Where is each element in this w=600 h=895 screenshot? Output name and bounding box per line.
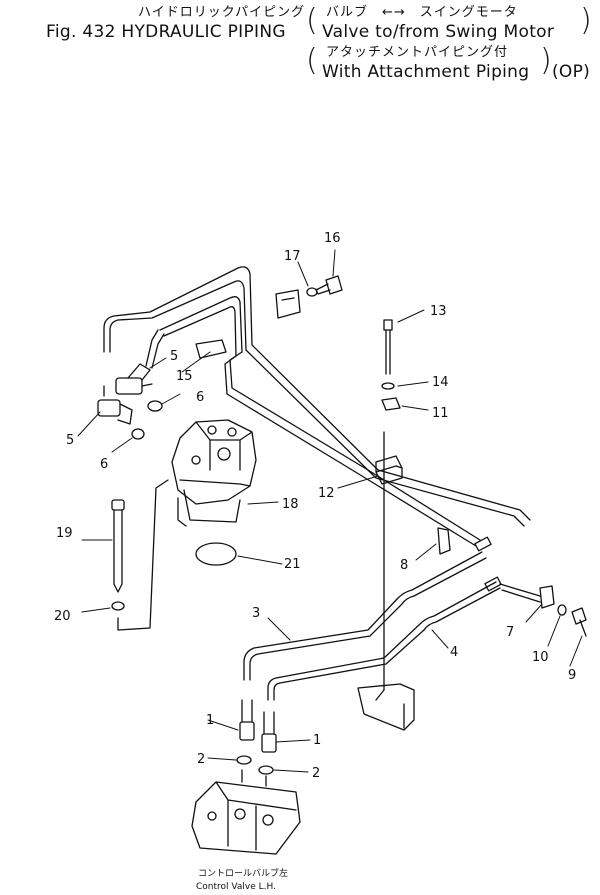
callout-17: 17	[284, 249, 301, 264]
clamp-7	[539, 585, 555, 609]
subtitle-japanese-1: バルブ ←→ スイングモータ	[326, 5, 518, 20]
o-ring-6-upper	[147, 400, 163, 412]
paren-open-1: (	[306, 3, 318, 38]
callout-14: 14	[432, 375, 449, 390]
o-ring-2-left	[236, 755, 252, 765]
callout-labels: 1 1 2 2 3 4 5 5 6 6 7 8 9 10 11 12 13 14…	[54, 231, 576, 781]
callout-6: 6	[196, 390, 204, 405]
pipe-coupling-upper	[474, 536, 492, 552]
paren-close-1: )	[580, 3, 592, 38]
clamp-15	[195, 339, 227, 359]
subtitle-japanese-2: アタッチメントパイピング付	[326, 45, 509, 60]
callout-7: 7	[506, 625, 514, 640]
callout-11: 11	[432, 406, 449, 421]
callout-16: 16	[324, 231, 341, 246]
callout-18: 18	[282, 497, 299, 512]
swing-motor-18	[171, 419, 257, 527]
callout-1: 1	[313, 733, 321, 748]
control-valve-lh	[191, 769, 301, 855]
callout-6: 6	[100, 457, 108, 472]
o-ring-21	[195, 542, 237, 566]
paren-open-2: (	[306, 43, 318, 78]
o-ring-6-lower	[131, 428, 145, 440]
clamp-11	[381, 397, 401, 411]
callout-20: 20	[54, 609, 71, 624]
pipe-coupling-lower	[484, 576, 502, 592]
elbow-1-right	[261, 711, 277, 753]
title-japanese: ハイドロリックパイピング	[138, 5, 306, 20]
callout-12: 12	[318, 486, 335, 501]
elbow-fitting-5-lower	[97, 385, 133, 425]
subtitle-2: With Attachment Piping	[322, 62, 530, 82]
figure-title: Fig. 432 HYDRAULIC PIPING	[46, 22, 286, 42]
callout-10: 10	[532, 650, 549, 665]
callout-15: 15	[176, 369, 193, 384]
callout-1: 1	[206, 713, 214, 728]
callout-2: 2	[197, 752, 205, 767]
upper-pipe-bundle	[103, 266, 531, 547]
caption-japanese: コントロールバルブ左	[198, 867, 288, 879]
elbow-fitting-5-upper	[115, 363, 153, 395]
elbow-1-left	[239, 699, 255, 741]
motor-pipe-lower	[145, 329, 159, 367]
callout-21: 21	[284, 557, 301, 572]
option-label: (OP)	[552, 62, 591, 82]
o-ring-2-right	[258, 765, 274, 775]
callout-4: 4	[450, 645, 458, 660]
washer-10	[557, 604, 567, 616]
callout-8: 8	[400, 558, 408, 573]
caption-control-valve: Control Valve L.H.	[196, 882, 276, 892]
clamp-upper	[275, 289, 301, 319]
callout-9: 9	[568, 668, 576, 683]
callout-2: 2	[312, 766, 320, 781]
figure-title-block: ハイドロリックパイピング Fig. 432 HYDRAULIC PIPING (…	[0, 0, 600, 110]
leader-bracket	[117, 479, 169, 631]
callout-3: 3	[252, 606, 260, 621]
washer-20	[111, 601, 125, 611]
bolt-19	[111, 499, 125, 593]
washer-17	[306, 287, 318, 297]
bolt-16	[325, 275, 343, 295]
callout-5: 5	[66, 433, 74, 448]
lower-bracket	[357, 683, 415, 731]
subtitle-1: Valve to/from Swing Motor	[322, 22, 555, 42]
callout-13: 13	[430, 304, 447, 319]
bolt-9	[571, 607, 587, 625]
pipe-3	[243, 551, 487, 681]
paren-close-2: )	[540, 43, 552, 78]
bolt-13	[383, 319, 393, 331]
washer-14	[381, 382, 395, 390]
callout-19: 19	[56, 526, 73, 541]
callout-5: 5	[170, 349, 178, 364]
pipe-4	[267, 581, 541, 701]
clamp-8	[437, 527, 451, 555]
